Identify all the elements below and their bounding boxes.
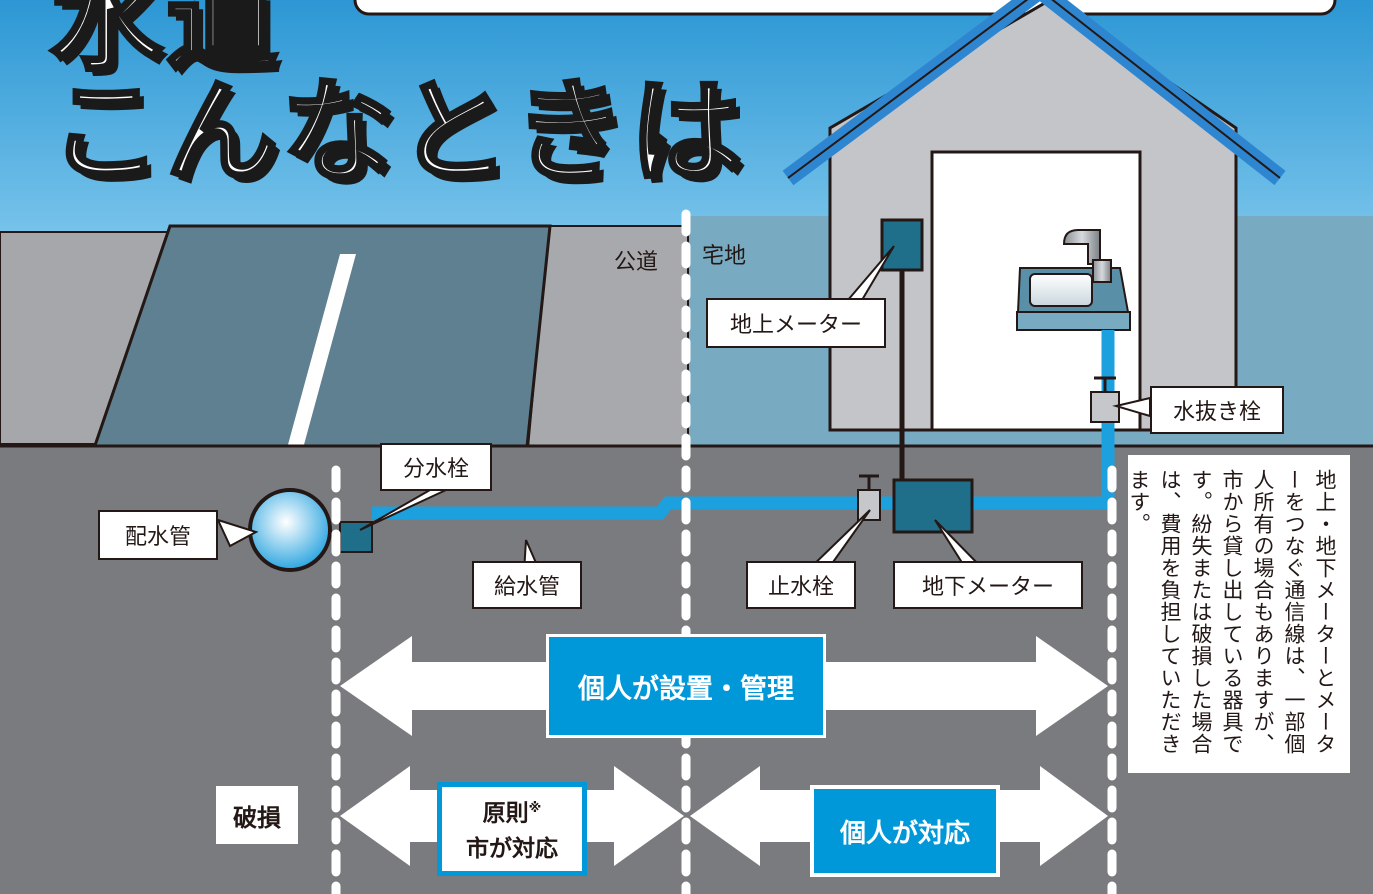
install-manage-box: 個人が設置・管理 bbox=[546, 634, 826, 738]
meter-wire-note: 地上・地下メーターとメーターをつなぐ通信線は、一部個人所有の場合もありますが、市… bbox=[1127, 455, 1350, 773]
top-banner bbox=[353, 0, 1337, 16]
individual-response-box: 個人が対応 bbox=[810, 785, 1000, 877]
right-wall bbox=[526, 225, 689, 449]
label-underground-meter: 地下メーター bbox=[893, 561, 1083, 609]
note-mark: ※ bbox=[528, 800, 542, 816]
drain-valve bbox=[1090, 391, 1120, 423]
zone-public-road: 公道 bbox=[614, 250, 659, 275]
supply-pipe bbox=[372, 330, 1115, 520]
underground-meter-box bbox=[892, 478, 974, 534]
distribution-pipe bbox=[248, 488, 332, 572]
label-supply-pipe: 給水管 bbox=[472, 561, 582, 609]
title-line2: こんなときは bbox=[48, 66, 746, 200]
label-drain-valve: 水抜き栓 bbox=[1150, 386, 1284, 434]
faucet bbox=[1062, 229, 1101, 265]
label-above-meter: 地上メーター bbox=[706, 298, 886, 348]
above-meter-box bbox=[880, 218, 924, 272]
zone-residence: 宅地 bbox=[702, 244, 747, 269]
city-response-line1: 原則※ bbox=[482, 800, 542, 827]
city-response-line2: 市が対応 bbox=[466, 836, 558, 863]
label-stop-valve: 止水栓 bbox=[746, 561, 856, 609]
road-center-line bbox=[286, 254, 356, 452]
title-line1: 水道 bbox=[48, 0, 282, 88]
stop-valve bbox=[857, 489, 881, 521]
city-response-box: 原則※ 市が対応 bbox=[437, 782, 587, 876]
label-branch-valve: 分水栓 bbox=[380, 443, 492, 491]
label-distribution-pipe: 配水管 bbox=[98, 510, 218, 560]
damage-label: 破損 bbox=[216, 786, 298, 844]
